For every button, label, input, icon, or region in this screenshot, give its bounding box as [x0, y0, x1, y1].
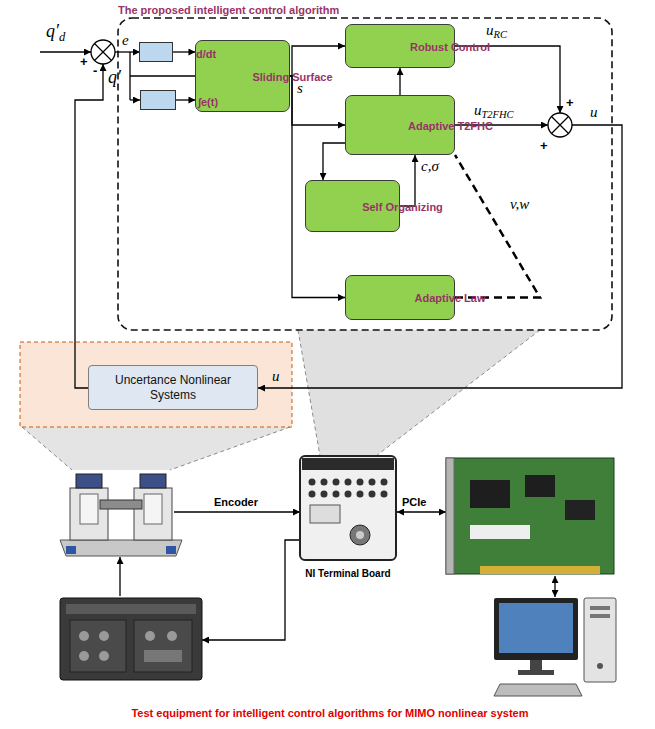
label-holder: -	[93, 62, 97, 78]
label-holder: PCIe	[402, 493, 426, 509]
signal-arrow	[399, 68, 400, 95]
box-label: Self Organizing	[362, 201, 443, 214]
device-name: NI Terminal Board	[305, 568, 390, 579]
label-holder: +	[80, 53, 88, 69]
label-holder: q′d	[46, 22, 65, 40]
box-label: Robust Control	[410, 41, 490, 54]
label-holder: uT2FHC	[474, 102, 514, 118]
integral-block: ∫e(t)	[140, 90, 176, 110]
box-label: Sliding Surface	[252, 71, 332, 84]
sum-sign: +	[566, 95, 574, 110]
summing-junction	[91, 40, 115, 64]
label-holder: uRC	[486, 22, 507, 38]
signal-arrow	[455, 155, 540, 298]
label-holder: u	[272, 368, 280, 384]
panel-background	[18, 0, 640, 332]
reference-signal: q′d	[46, 21, 65, 41]
summing-junction	[548, 113, 572, 137]
signal-name: Encoder	[214, 496, 258, 508]
sum-sign: +	[540, 138, 548, 153]
box-label: d/dt	[196, 48, 216, 60]
label-holder: s	[297, 80, 303, 96]
sliding-variable: s	[297, 80, 303, 96]
panel-shape	[18, 0, 640, 332]
box-label: Uncertance Nonlinear Systems	[103, 373, 243, 402]
panel-shape	[21, 441, 640, 725]
control-signal: u	[590, 104, 598, 120]
plant-box: Uncertance Nonlinear Systems	[88, 365, 258, 410]
signal-arrow	[176, 99, 195, 100]
control-signal: uT2FHC	[474, 102, 514, 118]
self-organizing-box: Self Organizing	[305, 180, 400, 232]
signal-arrow	[400, 155, 415, 206]
label-holder: NI Terminal Board	[290, 564, 406, 580]
label-holder: +	[566, 94, 574, 110]
equipment-panel: Test equipment for intelligent control a…	[20, 440, 640, 725]
terminal-board-illustration	[300, 456, 396, 560]
panel-background	[20, 440, 640, 725]
label-holder: u	[590, 104, 598, 120]
label-holder: e	[122, 32, 129, 48]
box-label: ∫e(t)	[198, 96, 218, 108]
robust-control-box: Robust Control	[345, 24, 455, 68]
controller-boundary	[118, 18, 612, 330]
sum-sign: -	[93, 63, 97, 78]
panel-title: The proposed intelligent control algorit…	[118, 4, 339, 16]
signal-arrow	[290, 76, 345, 125]
control-signal: u	[272, 368, 280, 384]
signal-arrow	[323, 143, 345, 180]
edge-label: v,w	[510, 196, 529, 212]
power-amplifier-illustration	[60, 598, 202, 680]
fuzzy-controller-box: Adaptive T2FHC	[345, 95, 455, 155]
signal-wires	[40, 46, 622, 640]
label-holder: c,σ	[421, 158, 439, 174]
computer-illustration	[494, 598, 616, 696]
error-signal: e	[122, 32, 129, 48]
feedback-signal: q′	[108, 67, 121, 87]
algorithm-panel: The proposed intelligent control algorit…	[18, 0, 640, 332]
box-label: Adaptive T2FHC	[408, 120, 492, 133]
label-holder: q′	[108, 68, 121, 86]
bus-name: PCIe	[402, 496, 426, 508]
label-holder: Encoder	[214, 493, 258, 509]
signal-arrow	[173, 51, 195, 52]
derivative-block: d/dt	[139, 42, 173, 62]
edge-label: c,σ	[421, 158, 439, 174]
box-label: Adaptive Law	[415, 292, 486, 305]
daq-card-illustration	[446, 458, 614, 574]
sum-sign: +	[80, 54, 88, 69]
plant-region	[20, 342, 292, 427]
panel-title: Test equipment for intelligent control a…	[131, 707, 528, 719]
label-holder: +	[540, 137, 548, 153]
robot-arm-illustration	[60, 474, 182, 556]
control-signal: uRC	[486, 22, 507, 38]
adaptive-law-box: Adaptive Law	[345, 275, 455, 320]
label-holder: v,w	[510, 196, 529, 212]
